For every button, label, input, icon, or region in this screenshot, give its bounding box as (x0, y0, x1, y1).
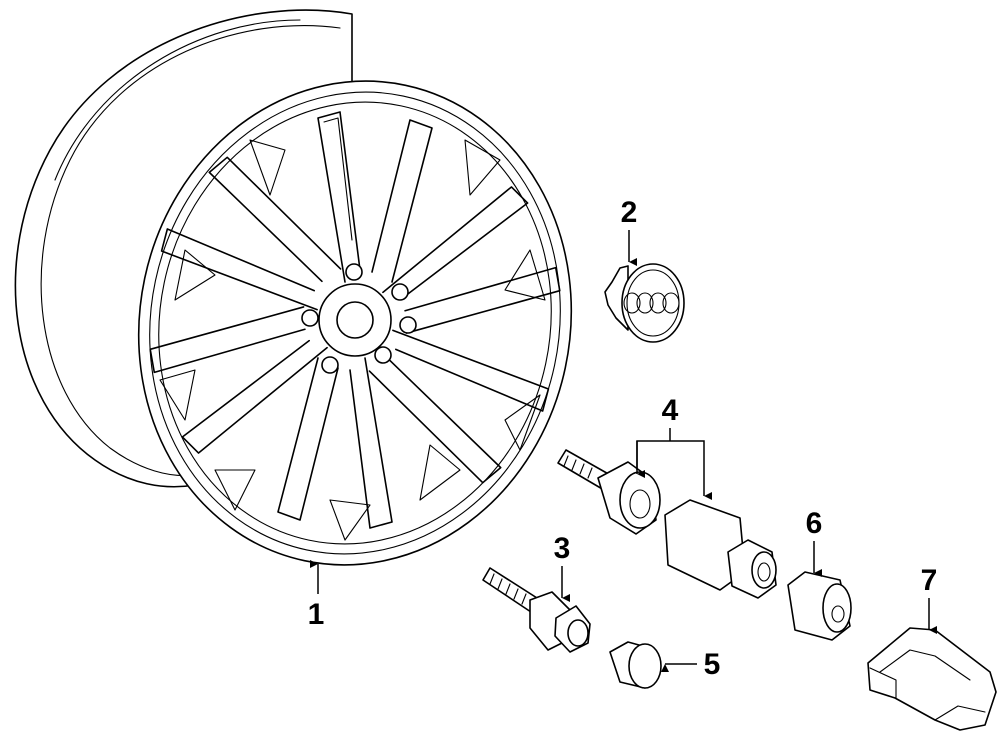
callout-6: 6 (806, 507, 823, 577)
callout-label-2: 2 (621, 196, 638, 229)
callout-label-5: 5 (704, 648, 721, 681)
callout-4: 4 (636, 394, 712, 500)
callout-label-3: 3 (554, 532, 571, 565)
cap-removal-tool[interactable] (867, 627, 997, 731)
callout-2: 2 (621, 196, 638, 266)
callout-7: 7 (921, 564, 938, 634)
bolt-cover-cap[interactable] (787, 571, 852, 641)
callout-label-4: 4 (662, 394, 679, 427)
locking-bolt[interactable] (557, 449, 661, 535)
lock-key[interactable] (664, 499, 777, 599)
audi-rings-logo (623, 292, 680, 314)
callout-3: 3 (554, 532, 571, 602)
wheel-spokes (149, 111, 561, 541)
callout-label-6: 6 (806, 507, 823, 540)
callout-label-1: 1 (308, 598, 325, 631)
callout-label-7: 7 (921, 564, 938, 597)
bolt-cap[interactable] (609, 641, 662, 689)
center-cap[interactable] (604, 263, 685, 343)
callout-1: 1 (308, 560, 325, 631)
wheel-rim[interactable] (14, 9, 615, 605)
wheel-bolt[interactable] (482, 567, 591, 653)
wheel-hub (301, 263, 417, 374)
callout-5: 5 (661, 648, 721, 681)
